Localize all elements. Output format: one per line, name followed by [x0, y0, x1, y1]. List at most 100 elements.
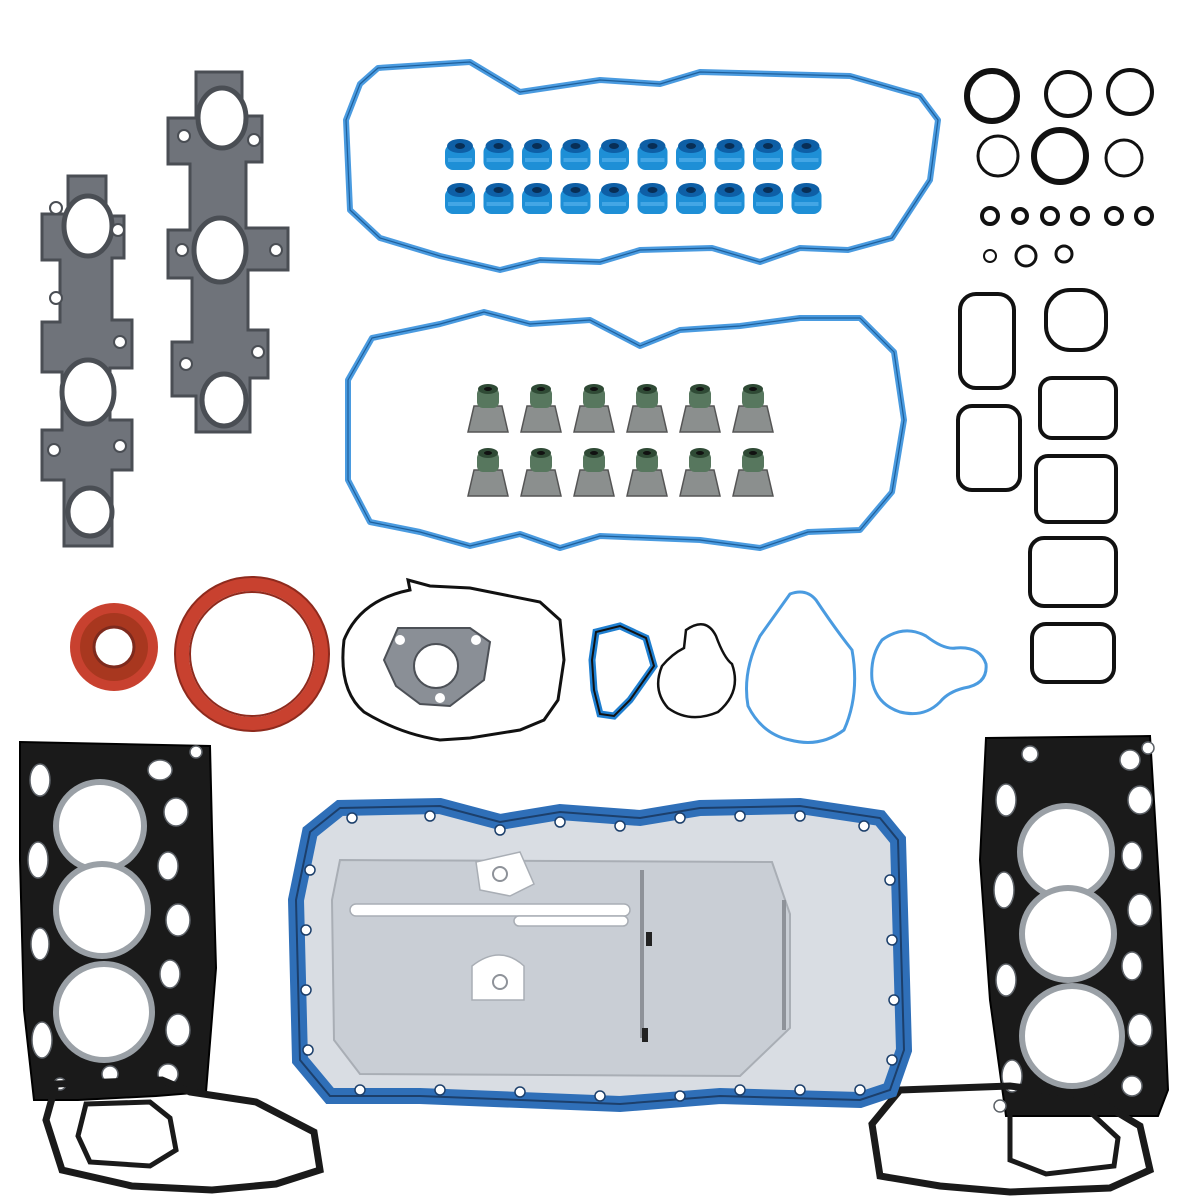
- olive-valve-stem-seal: [679, 384, 721, 433]
- blue-valve-stem-seal: [676, 183, 706, 214]
- blue-valve-stem-seal: [483, 139, 514, 170]
- blue-valve-stem-seal: [599, 183, 629, 214]
- o-ring: [1014, 244, 1038, 268]
- olive-valve-stem-seal: [573, 448, 615, 497]
- head-gasket-hole: [1127, 785, 1153, 815]
- o-ring: [1070, 206, 1090, 226]
- head-gasket-hole: [163, 797, 189, 827]
- timing-cover-gasket: [341, 577, 566, 742]
- olive-valve-stem-seal: [732, 448, 774, 497]
- head-side-cover-gasket-left: [42, 1076, 324, 1194]
- olive-valve-stem-seal: [626, 448, 668, 497]
- olive-valve-stem-seal: [520, 384, 562, 433]
- oil-pan-bolt-hole: [734, 1084, 746, 1096]
- olive-valve-stem-seal: [520, 448, 562, 497]
- exhaust-manifold-gasket-right: [166, 70, 290, 434]
- blue-valve-stem-seal: [483, 183, 514, 214]
- head-gasket-hole: [993, 871, 1015, 909]
- oil-pan-bolt-hole: [354, 1084, 366, 1096]
- port-seal: [956, 404, 1022, 492]
- oil-pan-bolt-hole: [888, 994, 900, 1006]
- blue-valve-stem-seal: [753, 139, 783, 170]
- head-gasket-hole: [993, 1099, 1007, 1113]
- oil-pan-gasket: [287, 797, 913, 1113]
- exhaust-manifold-gasket-left: [40, 174, 134, 548]
- cylinder-head-gasket-right: [978, 734, 1170, 1117]
- oil-pan-bolt-hole: [884, 874, 896, 886]
- olive-valve-stem-seal: [573, 384, 615, 433]
- oil-pan-bolt-hole: [434, 1084, 446, 1096]
- o-ring: [964, 68, 1020, 124]
- oil-pan-bolt-hole: [794, 810, 806, 822]
- thermostat-gaskets: [588, 590, 988, 744]
- head-gasket-hole: [147, 759, 173, 781]
- port-seal: [1028, 536, 1118, 608]
- o-ring: [980, 206, 1000, 226]
- oil-pan-bolt-hole: [674, 812, 686, 824]
- blue-valve-stem-seal: [676, 139, 706, 170]
- blue-valve-stem-seal: [560, 139, 591, 170]
- o-ring: [1044, 70, 1092, 118]
- head-gasket-hole: [157, 851, 179, 881]
- cylinder-head-gasket-left: [19, 740, 218, 1101]
- blue-valve-stem-seal: [791, 183, 822, 214]
- o-ring: [1054, 244, 1074, 264]
- oil-pan-bolt-hole: [614, 820, 626, 832]
- blue-valve-stem-seals: [445, 139, 822, 214]
- head-gasket-hole: [1141, 741, 1155, 755]
- head-gasket-hole: [1119, 749, 1141, 771]
- blue-valve-stem-seal: [445, 183, 475, 214]
- o-ring: [1104, 138, 1144, 178]
- blue-valve-stem-seal: [560, 183, 591, 214]
- head-gasket-hole: [1127, 1013, 1153, 1047]
- blue-valve-stem-seal: [753, 183, 783, 214]
- oil-pan-bolt-hole: [514, 1086, 526, 1098]
- blue-valve-stem-seal: [522, 183, 552, 214]
- oil-pan-bolt-hole: [346, 812, 358, 824]
- head-gasket-hole: [159, 959, 181, 989]
- o-ring: [1031, 127, 1089, 185]
- blue-valve-stem-seal: [714, 139, 745, 170]
- oil-pan-bolt-hole: [494, 824, 506, 836]
- head-gasket-hole: [30, 927, 50, 961]
- head-gasket-hole: [27, 841, 49, 879]
- head-gasket-hole: [165, 903, 191, 937]
- port-seal: [1030, 622, 1116, 684]
- crankshaft-front-seal: [70, 603, 158, 691]
- olive-valve-stem-seal: [732, 384, 774, 433]
- head-gasket-hole: [165, 1013, 191, 1047]
- port-seal: [1038, 376, 1118, 440]
- o-ring: [1104, 206, 1124, 226]
- head-gasket-hole: [1121, 951, 1143, 981]
- port-seal: [1044, 288, 1108, 352]
- head-gasket-hole: [1121, 1075, 1143, 1097]
- head-gasket-hole: [995, 963, 1017, 997]
- oil-pan-bolt-hole: [794, 1084, 806, 1096]
- oil-pan-bolt-hole: [734, 810, 746, 822]
- o-ring: [976, 134, 1020, 178]
- head-gasket-hole: [1127, 893, 1153, 927]
- o-ring-assortment: [964, 68, 1154, 268]
- blue-valve-stem-seal: [791, 139, 822, 170]
- oil-pan-bolt-hole: [424, 810, 436, 822]
- olive-valve-stem-seal: [626, 384, 668, 433]
- head-gasket-hole: [189, 745, 203, 759]
- blue-valve-stem-seal: [522, 139, 552, 170]
- blue-valve-stem-seal: [637, 183, 668, 214]
- olive-valve-stem-seal: [679, 448, 721, 497]
- port-seal: [1034, 454, 1118, 524]
- o-ring: [1011, 207, 1029, 225]
- oil-pan-bolt-hole: [304, 864, 316, 876]
- olive-valve-stem-seal: [467, 448, 509, 497]
- oil-pan-bolt-hole: [854, 1084, 866, 1096]
- oil-pan-bolt-hole: [554, 816, 566, 828]
- blue-valve-stem-seal: [445, 139, 475, 170]
- oil-pan-bolt-hole: [674, 1090, 686, 1102]
- port-seal: [958, 292, 1016, 390]
- o-ring: [1134, 206, 1154, 226]
- oil-pan-bolt-hole: [594, 1090, 606, 1102]
- olive-valve-stem-seals: [467, 384, 774, 497]
- intake-port-seals: [956, 288, 1118, 684]
- oil-pan-bolt-hole: [300, 984, 312, 996]
